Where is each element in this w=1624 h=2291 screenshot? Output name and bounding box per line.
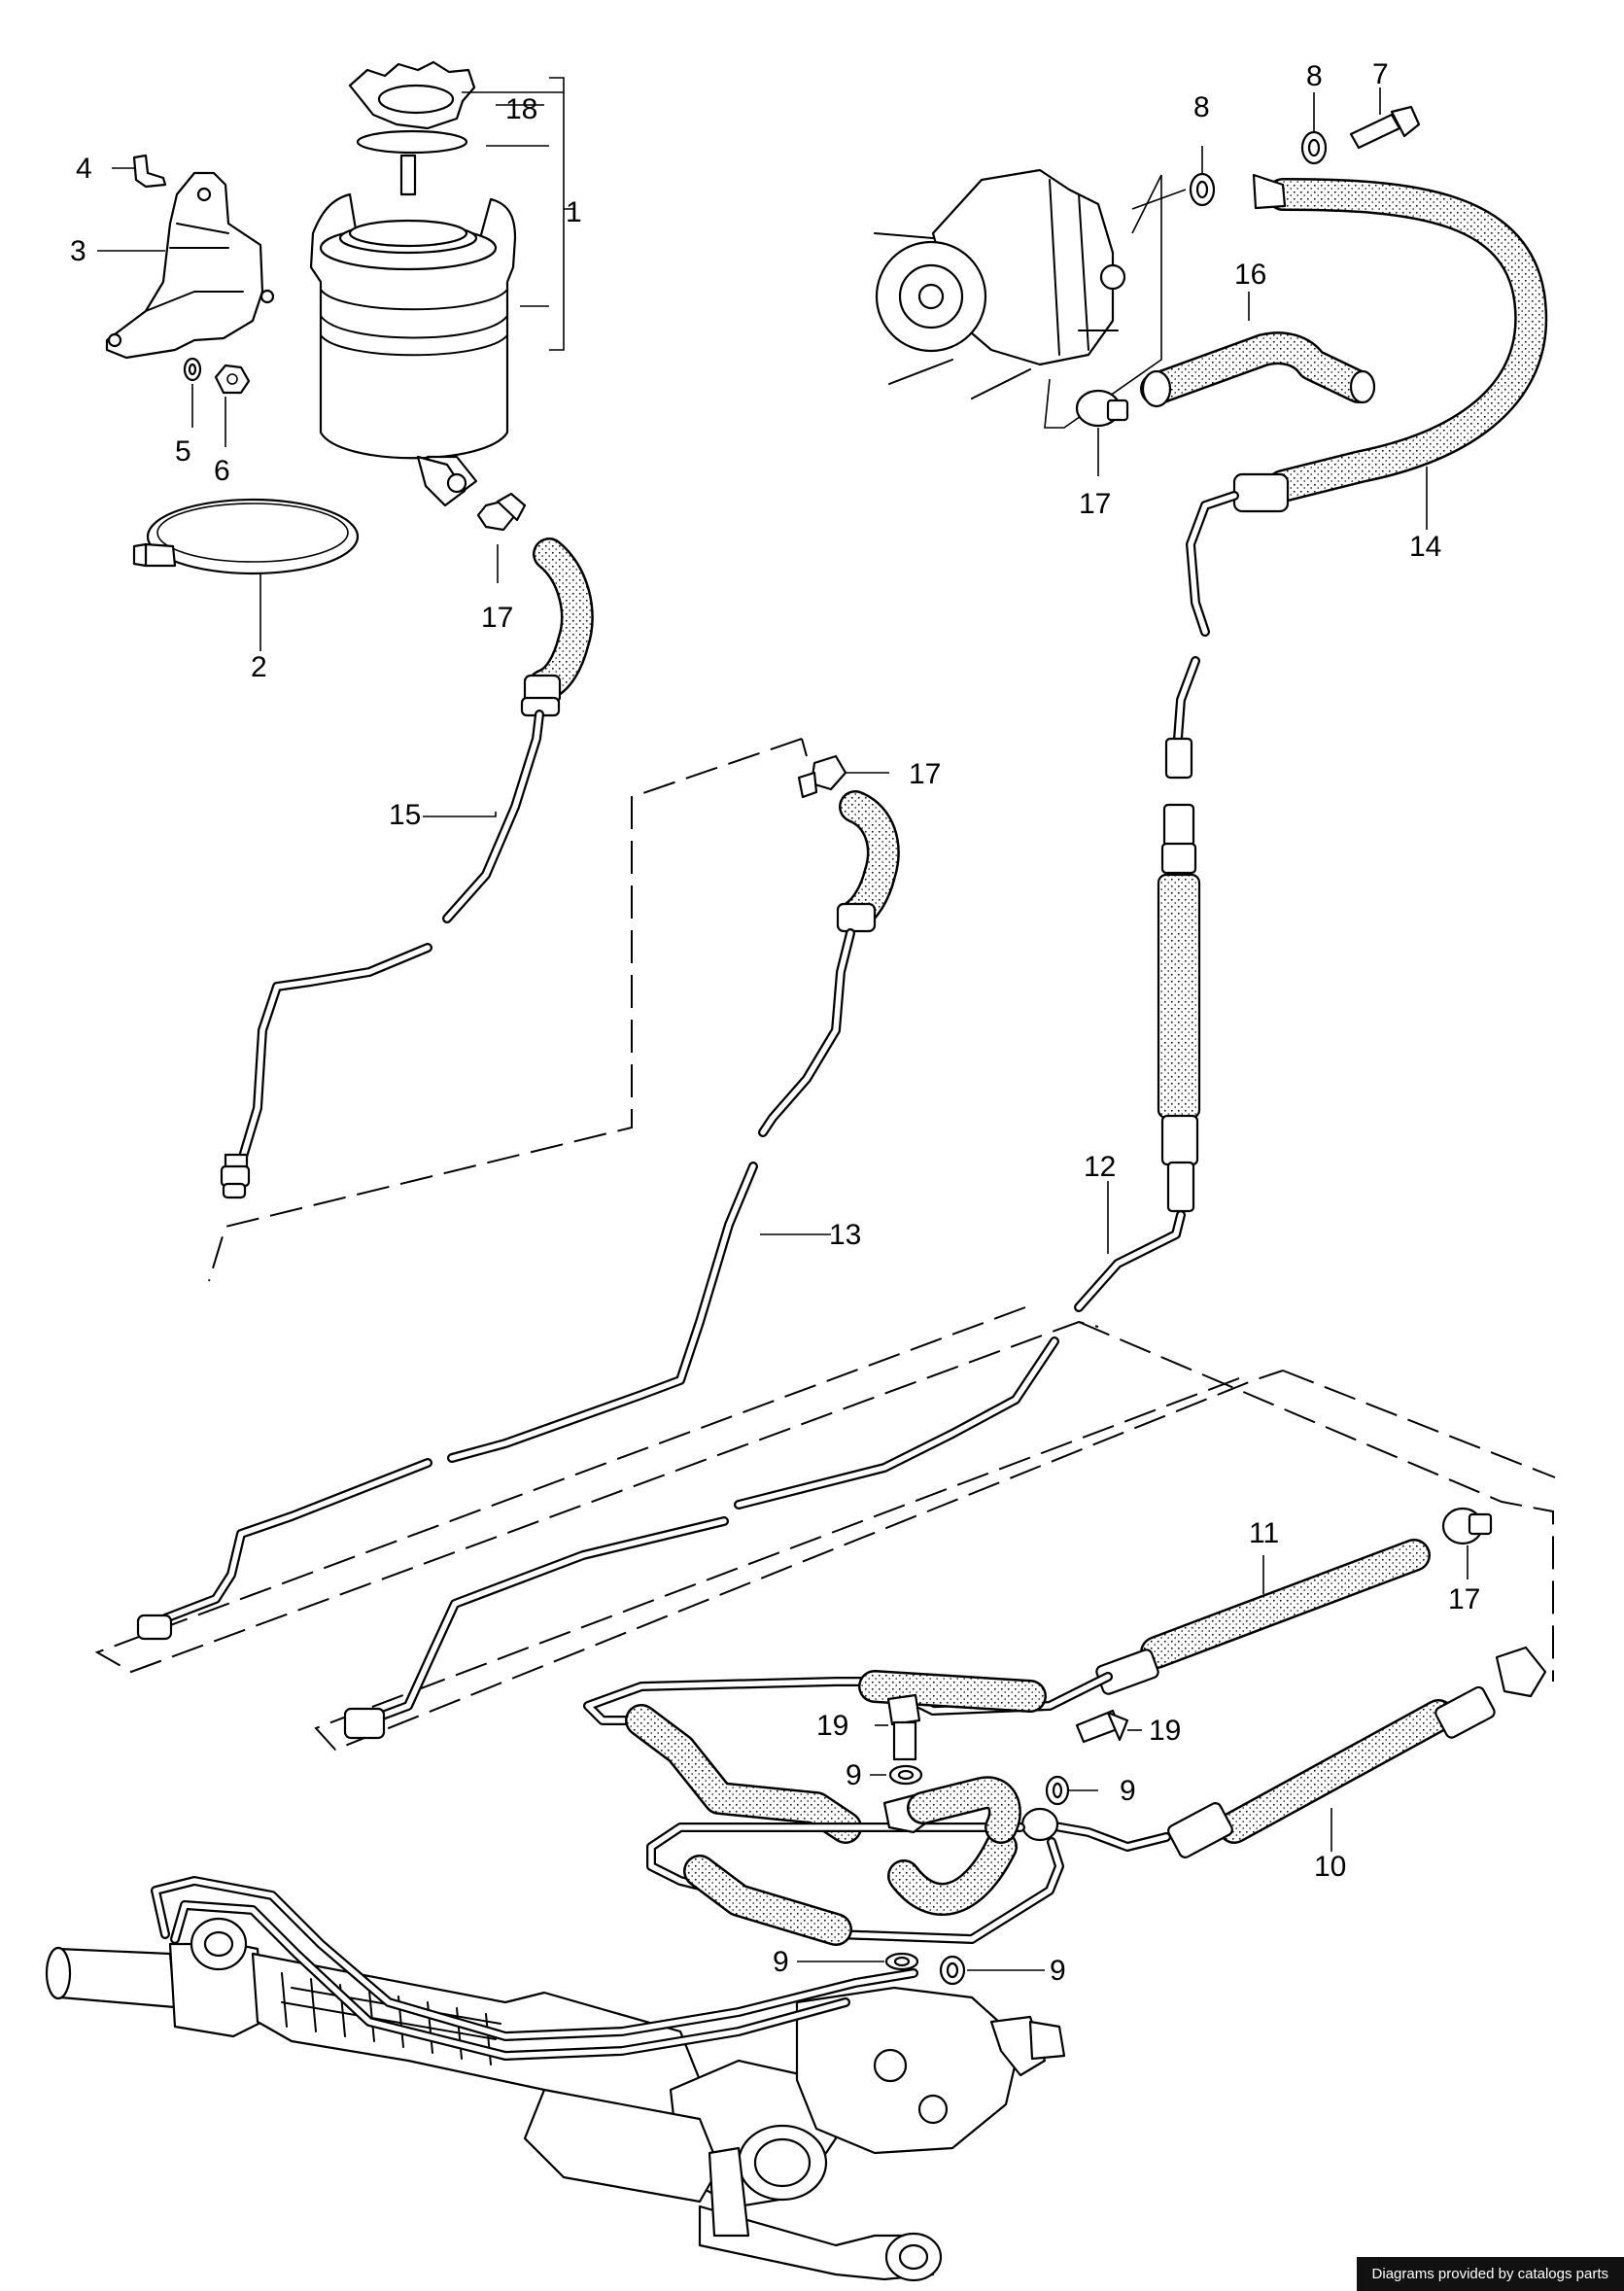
washer-lower-right — [939, 1955, 966, 1986]
callout-7: 7 — [1372, 58, 1389, 90]
callout-14: 14 — [1409, 531, 1441, 563]
hose-clip-top-left — [476, 492, 527, 532]
callout-1: 1 — [566, 196, 582, 228]
assembly-outline-13-15 — [208, 738, 808, 1282]
bolt-small — [132, 154, 167, 189]
hose-clip-right — [1441, 1507, 1493, 1545]
hose-clamp-band — [132, 498, 360, 575]
lower-lines — [646, 1776, 1064, 1946]
callout-8-left: 8 — [1193, 91, 1210, 123]
callout-labels: 1 2 3 4 5 6 7 8 8 9 9 9 9 10 11 12 13 14… — [70, 58, 1480, 1987]
callout-17-reservoir: 17 — [481, 602, 513, 634]
washer-top-right — [1300, 130, 1328, 165]
washer-top-left — [1189, 172, 1216, 207]
steering-rack — [45, 1876, 1066, 2282]
callout-13: 13 — [829, 1219, 861, 1251]
washer-right — [1045, 1775, 1070, 1806]
pressure-hose-rack — [1020, 1646, 1547, 1858]
callout-11: 11 — [1249, 1517, 1279, 1549]
callout-16: 16 — [1234, 259, 1266, 291]
pressure-hose — [1157, 173, 1548, 1213]
washer-lower-left — [884, 1952, 919, 1971]
callout-9-center: 9 — [846, 1759, 862, 1791]
assembly-outline-10-12 — [94, 1306, 1099, 1674]
banjo-bolt-center — [886, 1693, 921, 1761]
banjo-bolt-right — [1075, 1709, 1129, 1744]
diagram-credit: Diagrams provided by catalogs parts — [1356, 2257, 1624, 2291]
leader-lines — [97, 87, 1469, 1971]
callout-6: 6 — [214, 455, 230, 487]
callout-17-middle: 17 — [909, 758, 941, 790]
reservoir — [309, 192, 517, 507]
suction-hose — [1140, 331, 1376, 408]
callout-2: 2 — [251, 651, 267, 683]
callout-8-right: 8 — [1306, 60, 1323, 92]
callout-12: 12 — [1084, 1151, 1116, 1183]
hose-clip-pump — [1075, 389, 1129, 428]
bracket-line-2 — [1044, 174, 1162, 429]
callout-18: 18 — [505, 93, 537, 125]
callout-5: 5 — [175, 435, 191, 468]
callout-9-lower-right: 9 — [1050, 1955, 1066, 1987]
banjo-bolt-top — [1349, 105, 1421, 150]
pressure-pipe — [136, 790, 900, 1641]
return-hose-rack — [583, 1539, 1431, 1844]
steering-pump — [874, 168, 1126, 399]
callout-3: 3 — [70, 235, 86, 267]
hose-clip-middle — [797, 754, 847, 799]
return-hose — [220, 538, 594, 1199]
callout-10: 10 — [1314, 1851, 1346, 1883]
callout-9-right: 9 — [1120, 1775, 1136, 1807]
washer-small — [183, 357, 202, 382]
callout-4: 4 — [76, 153, 92, 185]
callout-19-center: 19 — [816, 1710, 848, 1742]
nut — [214, 364, 251, 395]
feed-pipe — [343, 1210, 1186, 1740]
callout-17-right: 17 — [1448, 1583, 1480, 1615]
callout-9-lower-left: 9 — [773, 1946, 789, 1978]
bracket-line-1 — [462, 77, 573, 351]
bracket — [105, 171, 275, 360]
callout-19-right: 19 — [1149, 1715, 1181, 1747]
reservoir-cap — [348, 60, 476, 196]
callout-15: 15 — [389, 799, 421, 831]
washer-center — [888, 1764, 923, 1786]
callout-17-pump: 17 — [1079, 488, 1111, 520]
